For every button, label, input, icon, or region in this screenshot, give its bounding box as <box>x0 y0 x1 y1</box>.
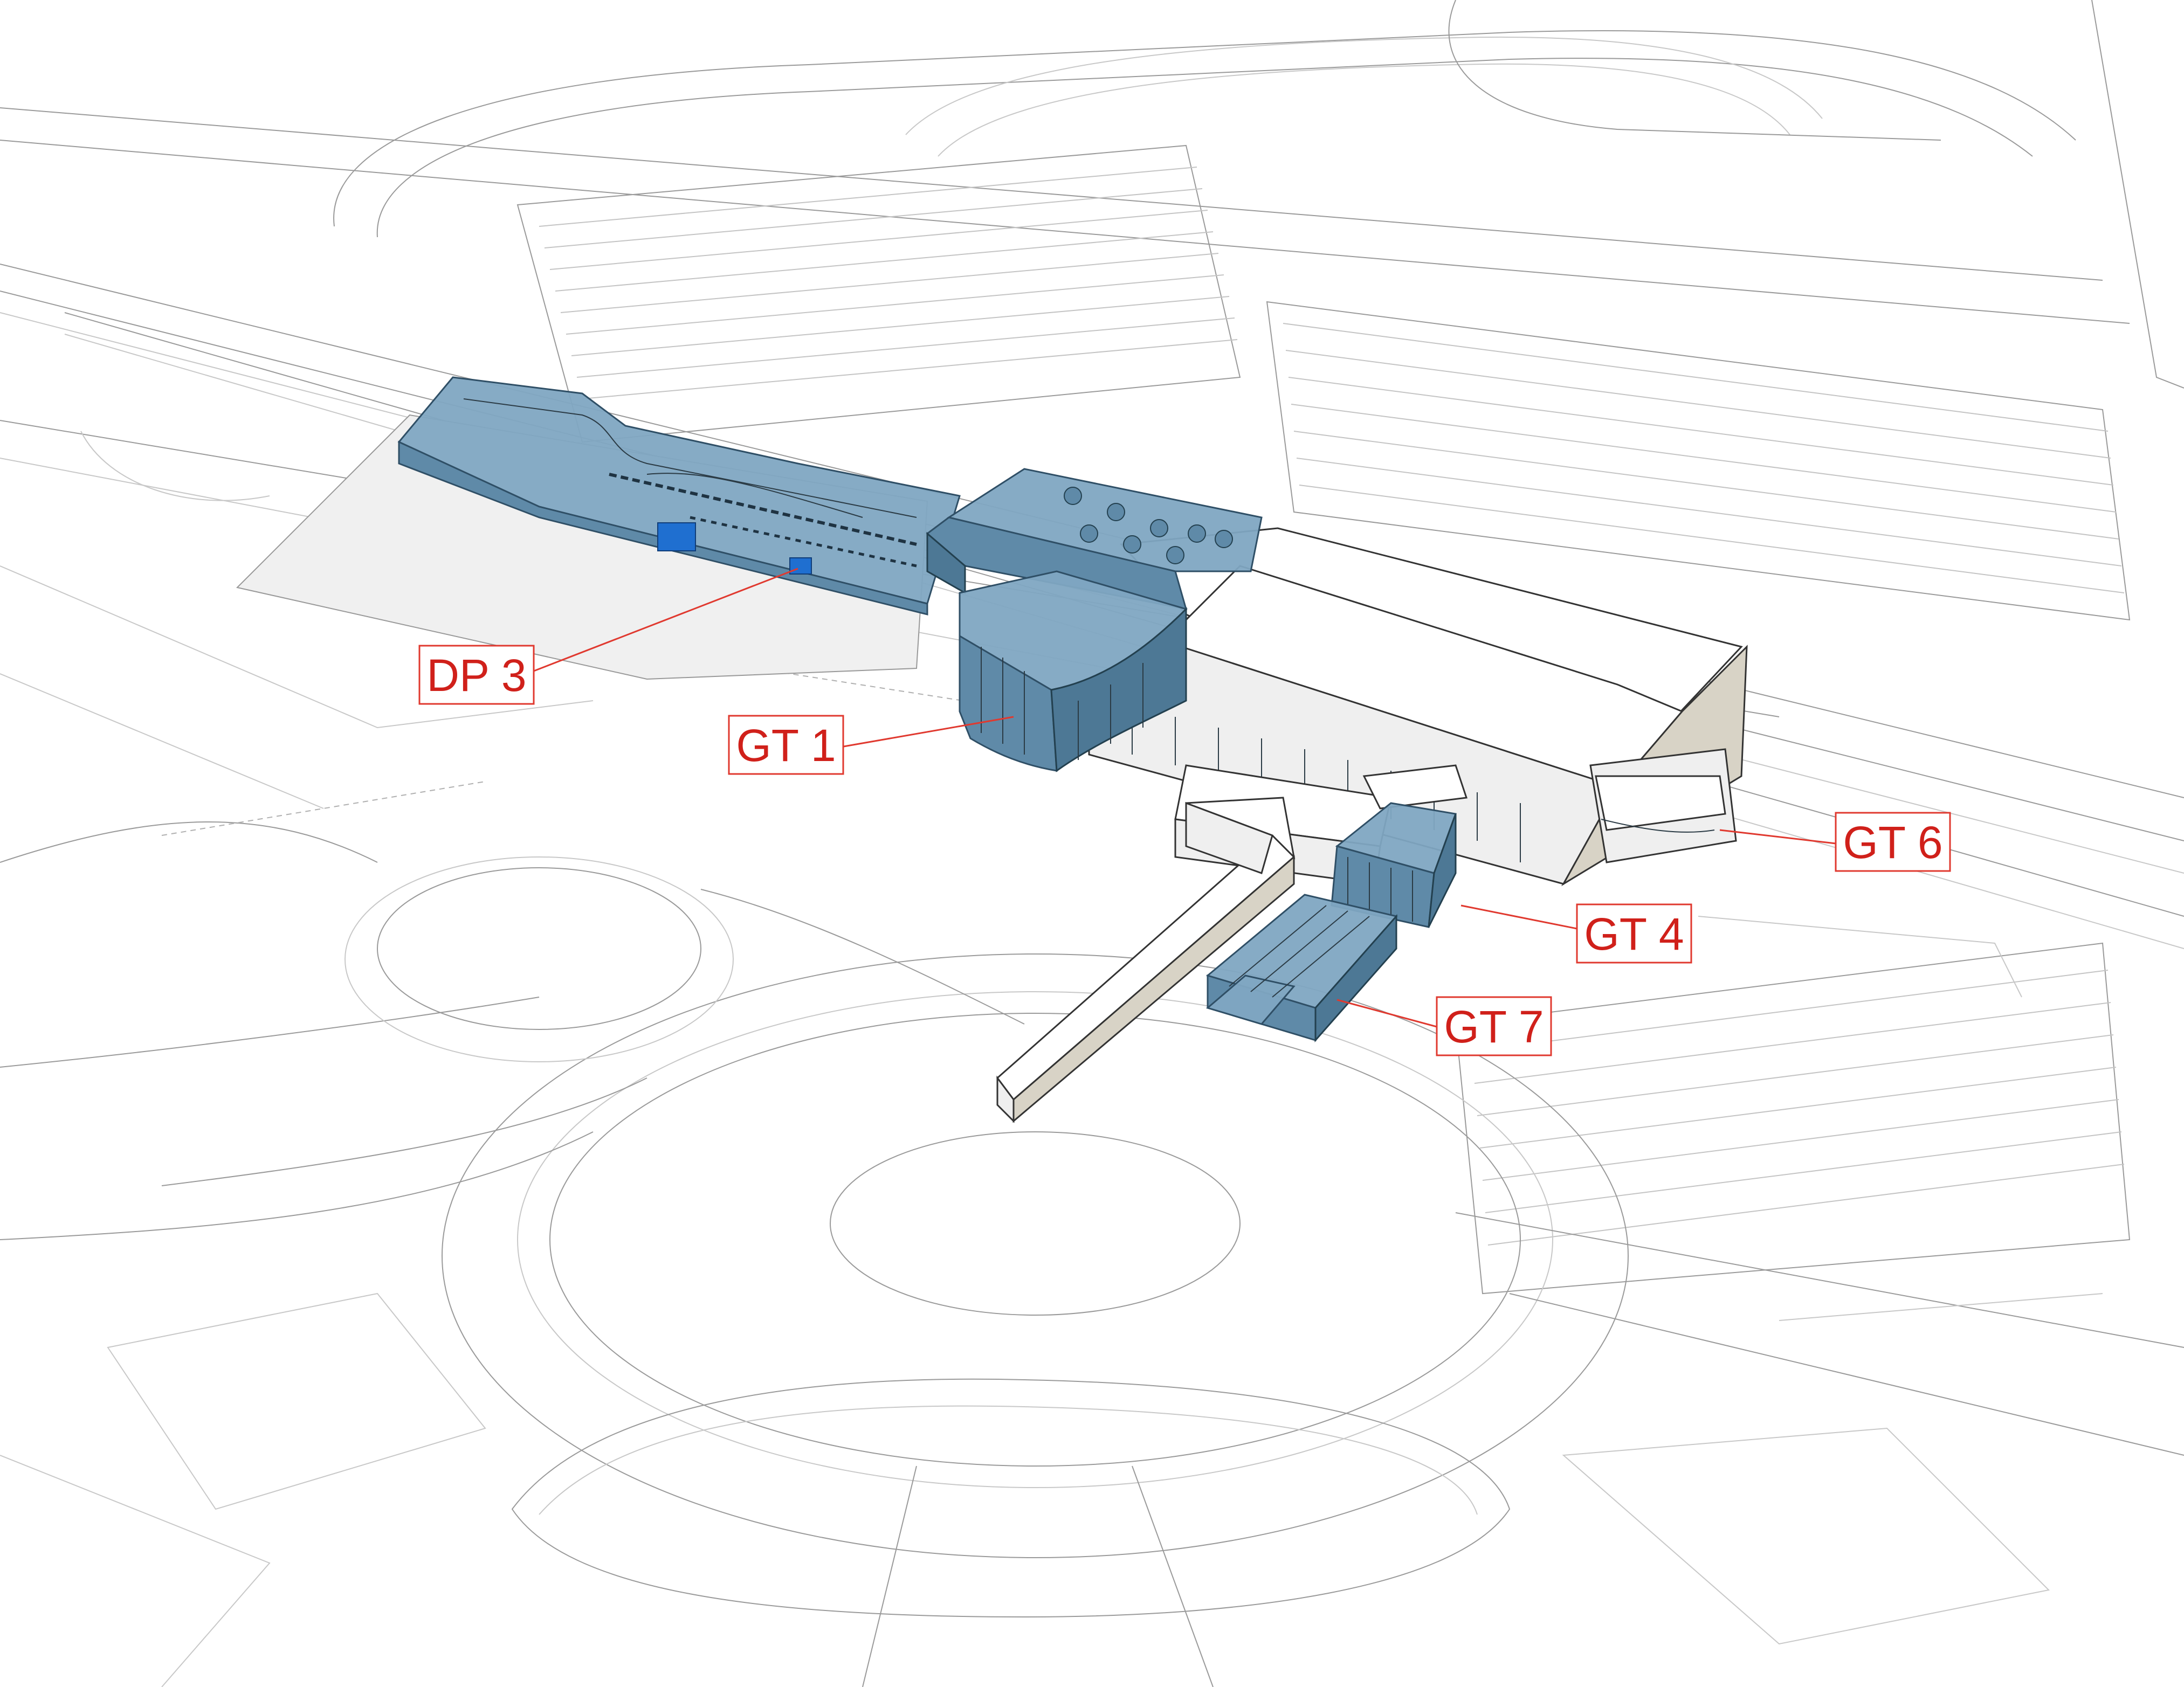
callout-gt4: GT 4 <box>1576 903 1692 964</box>
parking-stalls-northeast <box>1283 323 2125 593</box>
dp3-parking-structure <box>397 376 961 616</box>
callout-dp3-label: DP 3 <box>426 650 526 701</box>
parking-stalls-north <box>539 167 1238 399</box>
callout-gt6-label: GT 6 <box>1843 817 1942 868</box>
gt7-structure <box>1205 894 1398 1042</box>
leader-dp3 <box>533 568 798 672</box>
callout-leaders <box>533 568 1836 1028</box>
callout-gt1-label: GT 1 <box>736 720 836 771</box>
leader-gt7 <box>1336 999 1437 1028</box>
callout-gt7-label: GT 7 <box>1444 1001 1544 1052</box>
long-walkway-structure <box>996 797 1296 1123</box>
callout-gt4-label: GT 4 <box>1584 909 1684 959</box>
dp3-highlight-block <box>657 522 696 551</box>
gt1-roof-vents <box>1064 487 1233 564</box>
callout-dp3: DP 3 <box>418 645 535 705</box>
parking-stalls-southeast <box>1471 970 2125 1246</box>
dp3-vehicle-row <box>609 473 917 568</box>
dp3-highlight-block-small <box>789 557 812 575</box>
leader-gt1 <box>843 716 1014 748</box>
leader-gt4 <box>1460 904 1583 931</box>
leader-gt6 <box>1719 829 1836 845</box>
callout-gt7: GT 7 <box>1436 996 1552 1056</box>
gt1-terminal-tower <box>926 468 1263 772</box>
callout-gt1: GT 1 <box>728 715 844 775</box>
callout-gt6: GT 6 <box>1835 812 1951 872</box>
